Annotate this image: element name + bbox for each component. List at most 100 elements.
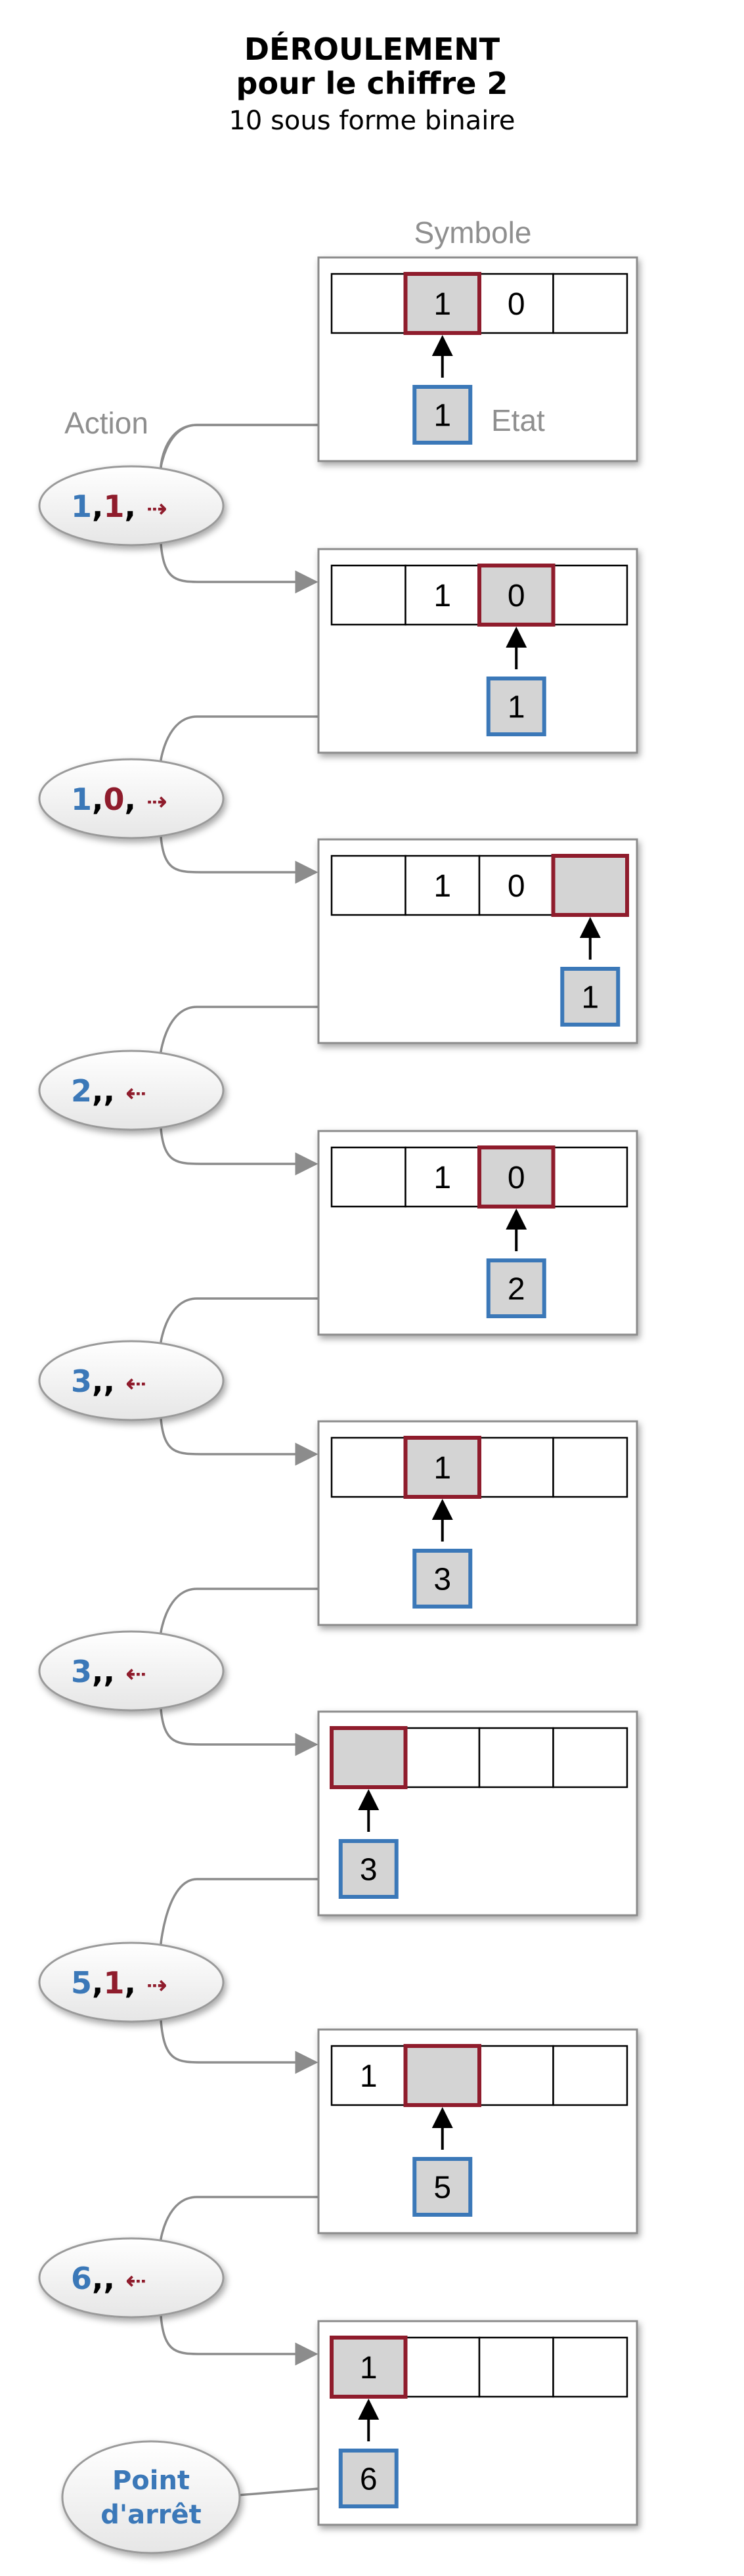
head-cell-highlight <box>330 2336 408 2399</box>
action-oval-1: 1,1, ⇢ <box>38 465 225 546</box>
state-box <box>486 1258 546 1318</box>
connector-out <box>160 543 318 594</box>
state-box <box>412 1549 473 1609</box>
action-comma: , <box>92 1654 103 1689</box>
state-value: 1 <box>581 981 599 1015</box>
title-line-2: pour le chiffre 2 <box>236 66 508 101</box>
action-move-arrow: ⇠ <box>125 1078 146 1107</box>
action-symbol: 0 <box>104 782 125 817</box>
oval-shape <box>61 2440 241 2554</box>
tape-cell <box>552 1146 628 1208</box>
oval-shape <box>38 1340 225 1421</box>
tape-cell <box>478 564 554 626</box>
tape-cell <box>478 2336 554 2398</box>
connector-in <box>160 1006 318 1053</box>
connector-in <box>160 1878 318 1945</box>
oval-shape <box>38 1050 225 1131</box>
action-symbol: 1 <box>104 489 125 524</box>
action-state: 5 <box>71 1965 92 2001</box>
action-oval-3: 2,, ⇠ <box>38 1050 225 1131</box>
state-box <box>412 385 473 445</box>
action-comma: , <box>92 489 103 524</box>
connector-first <box>160 424 318 468</box>
tape-cell <box>478 1146 554 1208</box>
tape-cell <box>478 2045 554 2106</box>
connector-in <box>160 1297 318 1343</box>
state-box <box>486 677 546 736</box>
oval-shape <box>38 1942 225 2023</box>
tape-symbol: 0 <box>508 1161 525 1195</box>
tape-frame-step-6: 3 <box>317 1710 638 1917</box>
title-line-3: 10 sous forme binaire <box>229 106 515 136</box>
tape-cell <box>478 1436 554 1498</box>
action-text: 2,, ⇠ <box>71 1073 146 1109</box>
head-cell-highlight <box>330 1726 408 1789</box>
action-comma: , <box>125 782 147 817</box>
action-state: 1 <box>71 782 92 817</box>
state-value: 3 <box>360 1853 378 1888</box>
connector-out <box>160 2020 318 2074</box>
action-text: 6,, ⇠ <box>71 2261 146 2296</box>
stop-line-2: d'arrêt <box>100 2500 202 2530</box>
head-cell-highlight <box>477 564 556 627</box>
state-value: 5 <box>433 2171 451 2206</box>
connector-out <box>160 2315 318 2366</box>
action-move-arrow: ⇠ <box>125 1369 146 1398</box>
tape-cell <box>330 273 406 334</box>
action-comma: , <box>92 1073 103 1109</box>
connector-in <box>160 1588 318 1633</box>
state-box <box>560 967 621 1027</box>
state-value: 1 <box>433 399 451 433</box>
oval-shape <box>38 758 225 839</box>
state-value: 3 <box>433 1563 451 1597</box>
state-value: 6 <box>360 2462 378 2497</box>
tape-symbol: 0 <box>508 579 525 613</box>
symbol-label: Symbole <box>414 215 532 250</box>
tape-cell <box>405 2336 481 2398</box>
head-cell-highlight <box>403 1436 481 1499</box>
tape-cell <box>552 855 628 916</box>
action-oval-5: 3,, ⇠ <box>38 1630 225 1712</box>
tape-cell <box>330 2045 406 2106</box>
action-state: 1 <box>71 489 92 524</box>
connector-out <box>160 1418 318 1466</box>
action-text: 1,0, ⇢ <box>71 782 167 817</box>
connectors-layer <box>160 424 319 2498</box>
action-comma: , <box>104 1654 126 1689</box>
action-comma: , <box>125 1965 147 2001</box>
tape-symbol: 1 <box>433 1451 451 1486</box>
state-box <box>412 2157 473 2217</box>
connector-in <box>160 715 318 761</box>
head-cell-highlight <box>551 854 629 917</box>
state-label: Etat <box>491 403 545 437</box>
tape-symbol: 0 <box>508 869 525 904</box>
tape-cell <box>478 855 554 916</box>
action-comma: , <box>104 1073 126 1109</box>
tape-frame-step-5: 13 <box>317 1420 638 1626</box>
action-comma: , <box>92 1364 103 1399</box>
connector-out <box>160 836 318 884</box>
tape-cell <box>552 564 628 626</box>
title-line-1: DÉROULEMENT <box>244 32 500 67</box>
tape-symbol: 1 <box>433 579 451 613</box>
tape-symbol: 0 <box>508 287 525 322</box>
ovals-layer: 1,1, ⇢1,0, ⇢2,, ⇠3,, ⇠3,, ⇠5,1, ⇢6,, ⇠Po… <box>38 465 241 2554</box>
connector-out <box>160 1128 318 1176</box>
state-box <box>338 2449 399 2508</box>
oval-shape <box>38 1630 225 1712</box>
tape-cell <box>478 1727 554 1788</box>
tape-frame-step-8: 16 <box>317 2320 638 2526</box>
tape-cell <box>552 2045 628 2106</box>
action-text: 3,, ⇠ <box>71 1654 146 1689</box>
action-move-arrow: ⇢ <box>146 787 167 816</box>
action-comma: , <box>92 782 103 817</box>
tape-symbol: 1 <box>360 2351 378 2386</box>
tape-cell <box>552 1436 628 1498</box>
tape-cell <box>330 1146 406 1208</box>
state-box <box>338 1839 399 1899</box>
connector-in <box>160 424 318 468</box>
